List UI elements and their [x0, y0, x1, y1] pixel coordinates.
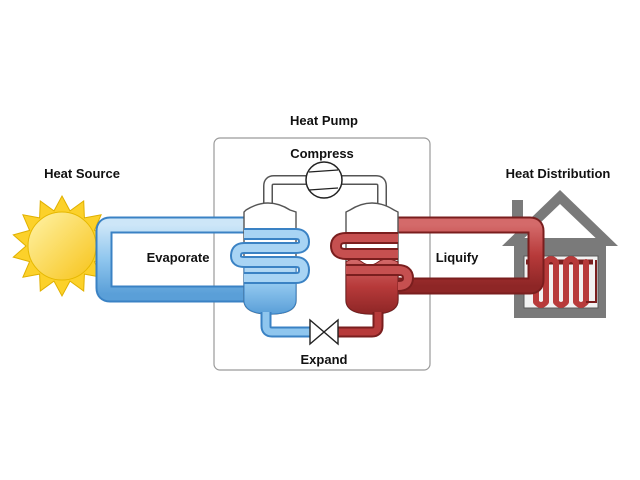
evaporator-loop [95, 216, 276, 303]
expansion-valve-icon [309, 318, 339, 346]
condenser-vessel [329, 202, 415, 315]
compress-label: Compress [290, 146, 354, 161]
sun-icon [12, 194, 112, 298]
heat-distribution-label: Heat Distribution [506, 166, 611, 181]
evaporate-label: Evaporate [147, 250, 210, 265]
house-icon [502, 190, 618, 318]
condenser-loop [366, 216, 545, 295]
expansion-line [260, 312, 384, 338]
heat-source-label: Heat Source [44, 166, 120, 181]
expand-label: Expand [301, 352, 348, 367]
evaporator-vessel [229, 202, 311, 315]
liquify-label: Liquify [436, 250, 479, 265]
compressor-loop [263, 175, 387, 216]
heat-pump-title: Heat Pump [290, 113, 358, 128]
compressor-icon [305, 161, 343, 199]
